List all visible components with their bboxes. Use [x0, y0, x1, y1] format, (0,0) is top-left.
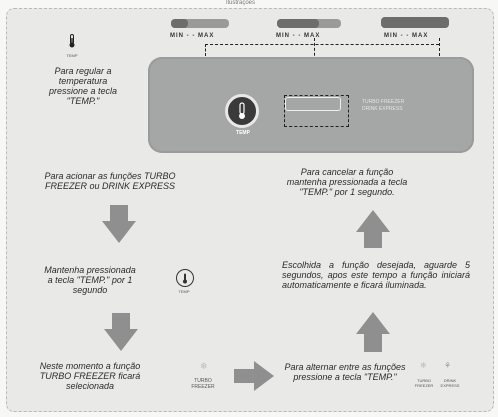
function-indicator [285, 97, 341, 111]
arrow-down-2 [104, 313, 138, 351]
temp-scale-fill-3 [381, 17, 449, 28]
temp-scale-label-2: MIN - - MAX [276, 33, 321, 39]
step2-text: Mantenha pressionada a tecla "TEMP." por… [44, 265, 136, 295]
temp-scale-label-1: MIN - - MAX [170, 33, 215, 39]
panel-label-drink: DRINK EXPRESS [362, 106, 403, 112]
function-highlight-box [284, 95, 349, 127]
temp-scale-bar-2 [277, 19, 341, 28]
temp-button[interactable] [225, 94, 259, 128]
thermometer-icon [68, 34, 76, 48]
drink-express-icon: ⚘ [444, 361, 452, 370]
step3-text: Neste momento a função TURBO FREEZER fic… [39, 361, 141, 391]
step3-icon-label: TURBO FREEZER [191, 378, 215, 390]
temp-button-label: TEMP [236, 130, 250, 136]
step6-text: Para cancelar a função mantenha pression… [286, 167, 408, 197]
step5-text: Escolhida a função desejada, aguarde 5 s… [282, 260, 470, 290]
connector-line-3 [439, 38, 440, 56]
temp-scale-label-3: MIN - - MAX [384, 33, 429, 39]
step4-icon-label-drink: DRINK EXPRESS [440, 378, 460, 388]
temp-round-icon [176, 269, 194, 287]
snowflake-icon: ❄ [200, 361, 208, 371]
panel-label-turbo: TURBO FREEZER [362, 99, 405, 105]
step4-text: Para alternar entre as funções pressione… [284, 362, 406, 382]
connector-line-top [205, 44, 439, 45]
intro-text: Para regular a temperatura pressione a t… [48, 66, 118, 106]
thermometer-icon [239, 102, 245, 119]
temp-scale-fill-2 [277, 19, 319, 28]
arrow-up-2 [356, 312, 390, 352]
step2-icon-label: TEMP [178, 289, 190, 294]
arrow-right [234, 361, 274, 391]
arrow-up-1 [356, 210, 390, 248]
step4-icon-label-turbo: TURBO FREEZER [414, 378, 434, 388]
temp-scale-bar-1 [171, 19, 229, 28]
connector-line-1 [205, 44, 206, 56]
temp-scale-bar-3 [381, 17, 449, 28]
header-caption: Ilustrações [226, 0, 256, 6]
arrow-down-1 [102, 205, 136, 243]
turbo-freezer-icon: ❄ [420, 361, 427, 370]
temp-scale-fill-1 [171, 19, 189, 28]
intro-icon-label: TEMP [66, 53, 78, 58]
step1-text: Para acionar as funções TURBO FREEZER ou… [44, 171, 176, 191]
control-panel: TEMP TURBO FREEZER DRINK EXPRESS [148, 57, 474, 153]
